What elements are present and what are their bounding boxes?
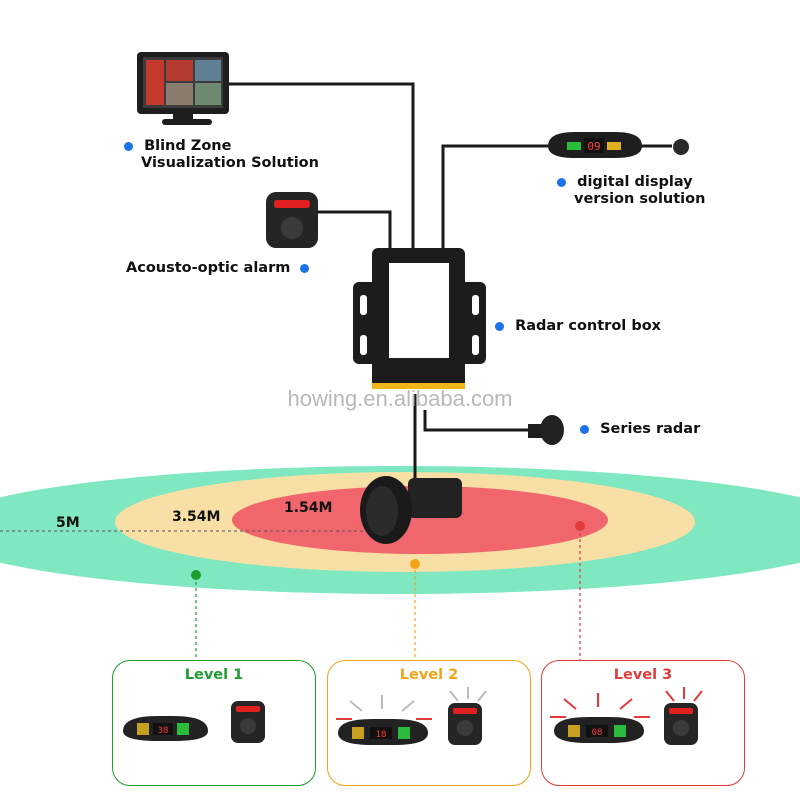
control-box-device (353, 248, 486, 389)
bullet-icon (300, 263, 310, 273)
zone-middle-label: 3.54M (172, 509, 221, 525)
blind-zone-line1: Blind Zone (144, 138, 232, 154)
acousto-alarm-label: Acousto-optic alarm (126, 260, 310, 277)
wires (225, 82, 548, 478)
acousto-alarm-text: Acousto-optic alarm (126, 260, 291, 276)
level-1-readout: 38 (158, 726, 169, 736)
blind-zone-label: Blind Zone Visualization Solution (124, 138, 319, 172)
series-radar-text: Series radar (600, 421, 701, 437)
level-connectors (191, 521, 585, 662)
bullet-icon (124, 141, 133, 151)
monitor-device (137, 52, 229, 125)
digital-display-device: 09 (548, 132, 689, 158)
level-1-devices: 38 (123, 701, 265, 743)
series-radar-label: Series radar (580, 421, 700, 438)
zone-inner (232, 486, 608, 554)
digital-display-label: digital display version solution (557, 174, 705, 208)
digital-display-line2: version solution (574, 191, 706, 207)
level-1-card: Level 1 38 (112, 660, 316, 786)
bullet-icon (580, 424, 589, 434)
level-3-title: Level 3 (613, 667, 673, 683)
zone-inner-label: 1.54M (284, 500, 333, 516)
radar-control-box-label: Radar control box (495, 318, 661, 335)
blind-zone-line2: Visualization Solution (141, 155, 319, 171)
alarm-device (266, 192, 318, 248)
series-radar-device (528, 415, 564, 445)
radar-control-box-text: Radar control box (515, 318, 662, 334)
zone-outer-label: 5M (56, 515, 80, 531)
display-readout: 09 (587, 140, 600, 153)
level-2-card: Level 2 18 (327, 660, 531, 786)
bullet-icon (495, 321, 504, 331)
bullet-icon (557, 177, 566, 187)
watermark: howing.en.alibaba.com (287, 386, 513, 411)
level-3-card: Level 3 08 (541, 660, 745, 786)
level-2-title: Level 2 (399, 667, 459, 683)
level-1-title: Level 1 (184, 667, 244, 683)
level-3-readout: 08 (592, 728, 603, 738)
main-radar-sensor (360, 476, 462, 544)
level-2-devices: 18 (336, 687, 487, 745)
level-3-devices: 08 (550, 687, 703, 745)
level-2-readout: 18 (376, 730, 387, 740)
digital-display-line1: digital display (577, 174, 693, 190)
